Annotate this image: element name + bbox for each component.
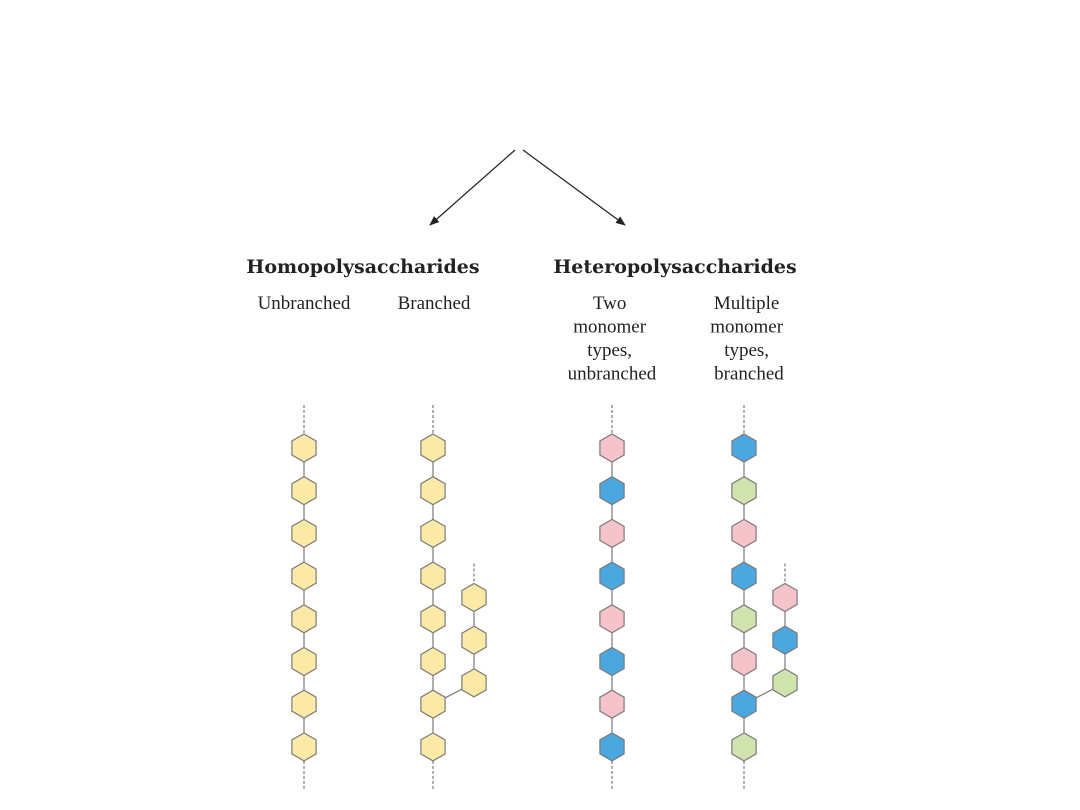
- monomer-hexagon-yellow: [420, 518, 446, 549]
- monomer-hexagon-green: [731, 732, 757, 762]
- monomer-hexagon-yellow: [420, 689, 446, 719]
- column-label-unbranched: Unbranched: [258, 293, 351, 314]
- monomer-hexagon-pink: [731, 646, 757, 677]
- branch-hexagon-blue: [772, 625, 798, 655]
- branch-hexagon-yellow: [461, 625, 487, 655]
- monomer-hexagon-yellow: [291, 518, 317, 549]
- monomer-hexagon-yellow: [420, 561, 446, 591]
- monomer-hexagon-green: [731, 476, 757, 506]
- monomer-hexagon-yellow: [291, 689, 317, 719]
- monomer-hexagon-pink: [599, 689, 625, 719]
- column-label-branched: Branched: [398, 293, 471, 314]
- homopolysaccharides-title: Homopolysaccharides: [246, 256, 479, 278]
- monomer-hexagon-pink: [599, 433, 625, 463]
- monomer-hexagon-blue: [599, 646, 625, 677]
- monomer-hexagon-yellow: [291, 433, 317, 463]
- monomer-hexagon-pink: [731, 518, 757, 549]
- monomer-hexagon-yellow: [291, 561, 317, 591]
- monomer-hexagon-blue: [731, 433, 757, 463]
- branch-hexagon-yellow: [461, 582, 487, 613]
- arrow-left: [429, 149, 516, 226]
- branch-hexagon-pink: [772, 582, 798, 613]
- monomer-hexagon-pink: [599, 604, 625, 634]
- monomer-hexagon-blue: [599, 561, 625, 591]
- monomer-hexagon-blue: [731, 689, 757, 719]
- column-label-two-monomer: Two monomer types, unbranched: [568, 293, 657, 385]
- branch-hexagon-green: [772, 668, 798, 698]
- monomer-hexagon-yellow: [291, 732, 317, 762]
- monomer-hexagon-yellow: [291, 604, 317, 634]
- monomer-hexagon-yellow: [420, 604, 446, 634]
- monomer-hexagon-blue: [599, 732, 625, 762]
- monomer-hexagon-pink: [599, 518, 625, 549]
- branch-hexagon-yellow: [461, 668, 487, 698]
- monomer-hexagon-yellow: [291, 646, 317, 677]
- monomer-hexagon-yellow: [420, 433, 446, 463]
- arrow-right: [522, 149, 626, 226]
- monomer-hexagon-yellow: [291, 476, 317, 506]
- monomer-hexagon-yellow: [420, 646, 446, 677]
- monomer-hexagon-green: [731, 604, 757, 634]
- monomer-hexagon-yellow: [420, 476, 446, 506]
- heteropolysaccharides-title: Heteropolysaccharides: [553, 256, 796, 278]
- column-label-multiple-monomer: Multiple monomer types, branched: [710, 293, 788, 385]
- monomer-hexagon-blue: [731, 561, 757, 591]
- monomer-hexagon-yellow: [420, 732, 446, 762]
- monomer-hexagon-blue: [599, 476, 625, 506]
- chains-layer: [291, 405, 798, 790]
